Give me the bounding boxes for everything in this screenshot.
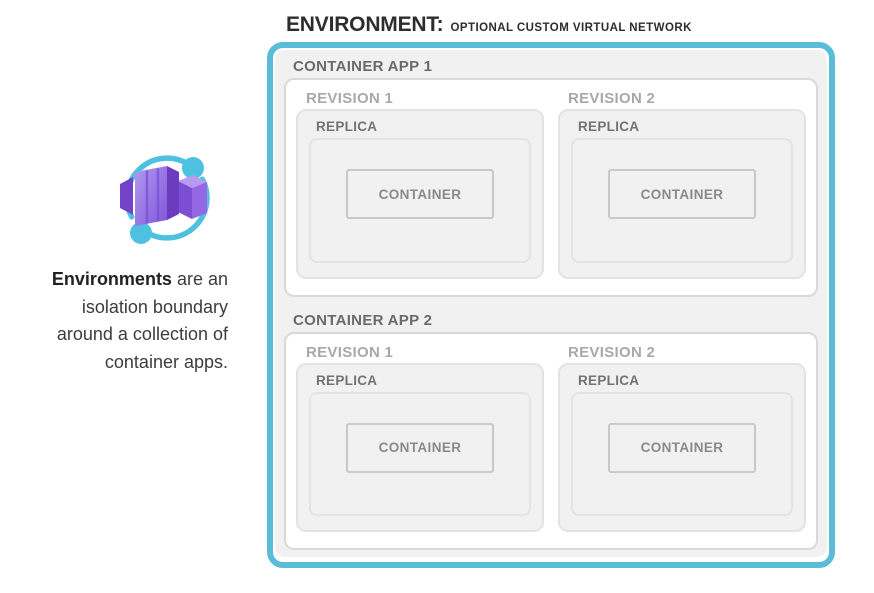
revision-2-box: REPLICA CONTAINER — [558, 109, 806, 279]
container-app-2-label: CONTAINER APP 2 — [293, 311, 433, 329]
replica-box: CONTAINER — [571, 138, 793, 263]
container-box: CONTAINER — [608, 422, 756, 473]
revision-1-label: REVISION 1 — [306, 90, 394, 107]
environment-title: ENVIRONMENT: — [286, 13, 444, 36]
revision-column: REVISION 2 REPLICA CONTAINER — [558, 86, 806, 279]
revision-2-box: REPLICA CONTAINER — [558, 362, 806, 532]
container-app-2-box: CONTAINER APP 2 REVISION 1 REPLICA CONTA… — [275, 304, 827, 558]
container-app-1-panel: REVISION 1 REPLICA CONTAINER REVISION 2 … — [284, 78, 818, 297]
container-cube-icon — [120, 166, 207, 226]
apps-region: CONTAINER APP 1 REVISION 1 REPLICA CONTA… — [275, 50, 827, 557]
container-box: CONTAINER — [346, 422, 494, 473]
environment-subtitle: OPTIONAL CUSTOM VIRTUAL NETWORK — [450, 22, 692, 34]
revision-column: REVISION 1 REPLICA CONTAINER — [296, 86, 544, 279]
revision-1-label: REVISION 1 — [306, 343, 394, 361]
replica-label: REPLICA — [316, 119, 378, 134]
orbit-dot-bottom-icon — [130, 222, 152, 244]
container-app-2-panel: REVISION 1 REPLICA CONTAINER REVISION 2 … — [284, 331, 818, 550]
description-bold-word: Environments — [51, 269, 172, 289]
environment-description: Environments are an isolation boundary a… — [8, 266, 228, 376]
container-box: CONTAINER — [608, 169, 756, 220]
container-app-1-box: CONTAINER APP 1 REVISION 1 REPLICA CONTA… — [275, 50, 827, 304]
replica-label: REPLICA — [316, 372, 378, 388]
revision-2-label: REVISION 2 — [568, 90, 656, 107]
replica-box: CONTAINER — [571, 391, 793, 516]
revision-1-box: REPLICA CONTAINER — [296, 109, 544, 279]
environment-box: CONTAINER APP 1 REVISION 1 REPLICA CONTA… — [267, 42, 835, 568]
description-line: isolation boundary — [81, 296, 228, 317]
replica-box: CONTAINER — [309, 391, 531, 516]
revision-column: REVISION 1 REPLICA CONTAINER — [296, 340, 544, 532]
description-line: around a collection of — [56, 324, 228, 344]
replica-label: REPLICA — [578, 119, 640, 134]
azure-container-apps-icon — [120, 155, 210, 244]
container-app-1-label: CONTAINER APP 1 — [293, 58, 433, 75]
description-line: Environments are an — [51, 269, 228, 289]
revision-column: REVISION 2 REPLICA CONTAINER — [558, 340, 806, 532]
replica-label: REPLICA — [578, 372, 640, 388]
revision-1-box: REPLICA CONTAINER — [296, 362, 544, 532]
revision-2-label: REVISION 2 — [568, 343, 656, 361]
orbit-dot-top-icon — [182, 157, 204, 179]
container-box: CONTAINER — [346, 169, 494, 220]
diagram-title: ENVIRONMENT: OPTIONAL CUSTOM VIRTUAL NET… — [286, 13, 692, 37]
replica-box: CONTAINER — [309, 138, 531, 263]
description-line: container apps. — [104, 351, 228, 372]
